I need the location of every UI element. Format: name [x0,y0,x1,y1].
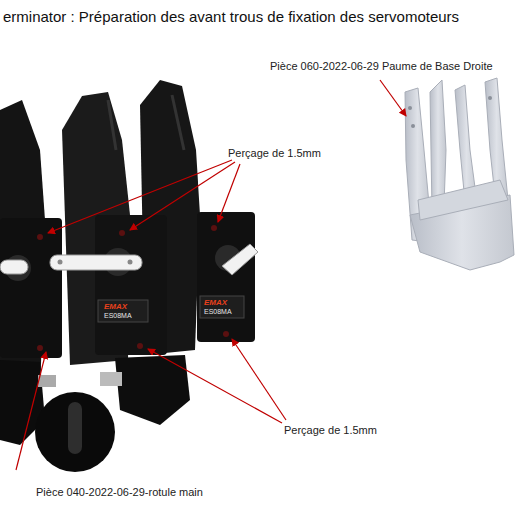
servo-assembly [0,80,258,472]
servo-brand: EMAX [204,298,227,307]
servo-model: ES08MA [204,308,232,315]
servo-brand: EMAX [104,302,127,311]
servo-model: ES08MA [104,312,132,319]
part-name: Pièce 040-2022-06-29-rotule main [36,486,203,498]
leader-lines [16,80,406,470]
drill-note: Perçage de 1.5mm [228,147,321,159]
part-name: Pièce 060-2022-06-29 Paume de Base Droit… [270,60,493,72]
page-title: erminator : Préparation des avant trous … [3,8,459,25]
palm-part [405,78,514,270]
drill-note: Perçage de 1.5mm [284,424,377,436]
